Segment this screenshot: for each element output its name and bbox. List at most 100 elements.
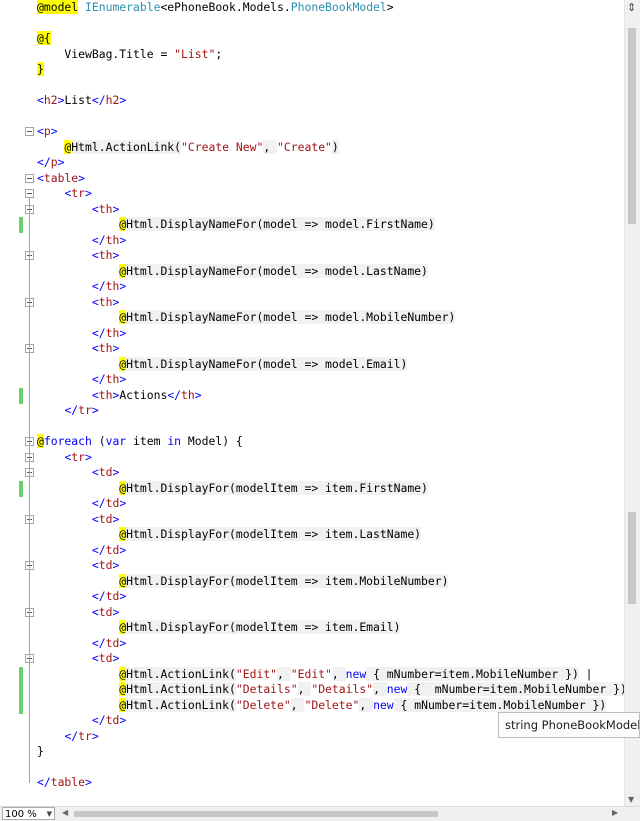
- code-line[interactable]: @Html.DisplayNameFor(model => model.Emai…: [0, 356, 624, 372]
- zoom-level-select[interactable]: 100 % ▼: [2, 807, 55, 820]
- code-text: @Html.DisplayNameFor(model => model.Last…: [37, 263, 428, 279]
- code-line[interactable]: @Html.DisplayNameFor(model => model.Firs…: [0, 217, 624, 233]
- code-line[interactable]: <h2>List</h2>: [0, 93, 624, 108]
- code-line[interactable]: </th>: [0, 326, 624, 341]
- code-line[interactable]: [0, 109, 624, 124]
- code-line[interactable]: <th>: [0, 341, 624, 356]
- code-line[interactable]: @Html.ActionLink("Edit", "Edit", new { m…: [0, 666, 624, 683]
- horizontal-scrollbar[interactable]: 100 % ▼ ◀ ▶: [0, 806, 640, 821]
- dropdown-arrow-icon[interactable]: ▼: [46, 810, 52, 818]
- changed-line-marker: [19, 480, 23, 497]
- code-line[interactable]: </td>: [0, 496, 624, 511]
- code-token: <: [91, 511, 99, 526]
- code-line[interactable]: @{: [0, 31, 624, 46]
- code-editor[interactable]: @model IEnumerable<ePhoneBook.Models.Pho…: [0, 0, 624, 806]
- code-token: [37, 527, 119, 541]
- code-token: foreach: [43, 434, 92, 448]
- zoom-level-value: 100 %: [5, 809, 37, 820]
- code-line[interactable]: <td>: [0, 512, 624, 527]
- code-line[interactable]: <td>: [0, 605, 624, 620]
- code-line[interactable]: [0, 419, 624, 434]
- code-token: List: [64, 93, 92, 107]
- code-line[interactable]: </th>: [0, 372, 624, 387]
- code-token: Html.DisplayNameFor(model => model.LastN…: [126, 263, 428, 278]
- code-line[interactable]: </td>: [0, 589, 624, 604]
- code-line[interactable]: @Html.DisplayFor(modelItem => item.LastN…: [0, 527, 624, 542]
- code-token: >: [112, 248, 120, 262]
- code-token: new: [345, 666, 367, 681]
- code-line[interactable]: @Html.DisplayNameFor(model => model.Mobi…: [0, 310, 624, 325]
- code-line[interactable]: }: [0, 62, 624, 77]
- code-token: ,: [263, 139, 278, 154]
- code-line[interactable]: </th>: [0, 233, 624, 248]
- code-line[interactable]: </p>: [0, 155, 624, 170]
- code-text: <td>: [37, 558, 119, 573]
- scroll-left-arrow-icon[interactable]: ◀: [62, 808, 69, 817]
- code-token: >: [112, 465, 120, 479]
- code-line[interactable]: ViewBag.Title = "List";: [0, 47, 624, 62]
- code-line[interactable]: <tr>: [0, 186, 624, 201]
- code-line[interactable]: @Html.ActionLink("Create New", "Create"): [0, 139, 624, 155]
- code-line[interactable]: </th>: [0, 279, 624, 294]
- code-line[interactable]: </tr>: [0, 403, 624, 418]
- horizontal-scrollbar-thumb[interactable]: [74, 811, 438, 817]
- code-line[interactable]: <tr>: [0, 450, 624, 465]
- code-line[interactable]: <table>: [0, 171, 624, 186]
- code-token: [37, 310, 119, 324]
- code-line[interactable]: </td>: [0, 543, 624, 558]
- code-line[interactable]: </td>: [0, 636, 624, 651]
- collapse-icon[interactable]: [25, 127, 34, 136]
- code-line[interactable]: @Html.ActionLink("Delete", "Delete", new…: [0, 697, 624, 714]
- code-token: [37, 341, 92, 355]
- code-token: item: [126, 434, 168, 448]
- code-line[interactable]: <td>: [0, 558, 624, 573]
- code-token: [37, 481, 119, 495]
- collapse-icon[interactable]: [25, 189, 34, 198]
- code-line[interactable]: </tr>: [0, 729, 624, 744]
- split-window-icon[interactable]: ⇕: [627, 1, 637, 14]
- code-line[interactable]: <td>: [0, 465, 624, 480]
- code-token: [37, 667, 119, 681]
- code-token: >: [57, 155, 65, 169]
- code-line[interactable]: [0, 78, 624, 93]
- code-token: { mNumber=item.MobileNumber }): [393, 697, 607, 712]
- code-line[interactable]: @model IEnumerable<ePhoneBook.Models.Pho…: [0, 0, 624, 15]
- code-line[interactable]: @Html.DisplayFor(modelItem => item.Email…: [0, 620, 624, 635]
- code-line[interactable]: </table>: [0, 775, 624, 790]
- code-token: >: [119, 635, 127, 650]
- code-line[interactable]: </td>: [0, 713, 624, 728]
- code-line[interactable]: <th>Actions</th>: [0, 387, 624, 404]
- code-token: td: [98, 651, 113, 665]
- code-token: th: [105, 232, 120, 247]
- code-token: [37, 636, 92, 650]
- code-line[interactable]: <th>: [0, 202, 624, 217]
- code-line[interactable]: @Html.ActionLink("Details", "Details", n…: [0, 682, 624, 698]
- code-line[interactable]: @foreach (var item in Model) {: [0, 434, 624, 449]
- code-line[interactable]: [0, 760, 624, 775]
- code-line[interactable]: <p>: [0, 124, 624, 139]
- code-line[interactable]: @Html.DisplayNameFor(model => model.Last…: [0, 263, 624, 279]
- code-token: >: [119, 279, 127, 293]
- collapse-icon[interactable]: [25, 173, 34, 183]
- scrollbar-thumb-secondary[interactable]: [628, 512, 636, 604]
- code-line[interactable]: <th>: [0, 248, 624, 263]
- code-token: </: [91, 279, 106, 293]
- code-line[interactable]: @Html.DisplayFor(modelItem => item.Mobil…: [0, 573, 624, 589]
- code-token: ,: [373, 682, 387, 696]
- vertical-scrollbar[interactable]: ⇕ ▼: [624, 0, 640, 806]
- code-line[interactable]: <th>: [0, 295, 624, 310]
- code-text: @Html.DisplayNameFor(model => model.Mobi…: [37, 310, 456, 325]
- code-line[interactable]: [0, 16, 624, 31]
- scroll-down-arrow-icon[interactable]: ▼: [628, 795, 635, 804]
- code-line[interactable]: @Html.DisplayFor(modelItem => item.First…: [0, 480, 624, 497]
- code-text: <th>: [37, 202, 119, 217]
- code-token: Html.DisplayNameFor(model => model.Email…: [126, 356, 408, 371]
- code-text: @model IEnumerable<ePhoneBook.Models.Pho…: [37, 0, 394, 15]
- scroll-right-arrow-icon[interactable]: ▶: [612, 808, 619, 817]
- outline-guide: [29, 461, 30, 737]
- code-line[interactable]: }: [0, 744, 624, 759]
- scrollbar-thumb[interactable]: [628, 28, 636, 224]
- code-token: </: [64, 728, 79, 743]
- code-line[interactable]: <td>: [0, 651, 624, 666]
- code-text: ViewBag.Title = "List";: [37, 47, 222, 62]
